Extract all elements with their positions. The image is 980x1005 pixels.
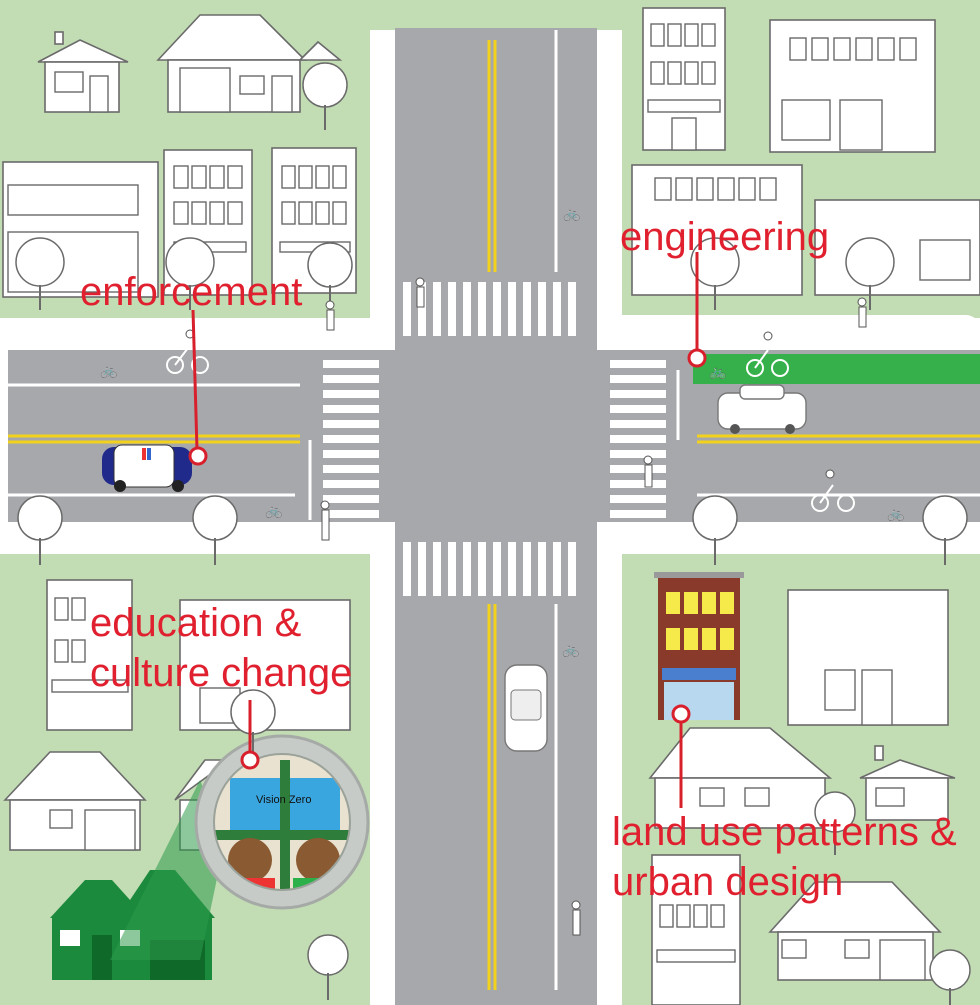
crosswalk-north xyxy=(403,282,576,336)
green-bike-lane xyxy=(693,354,980,384)
car-icon xyxy=(717,384,807,434)
pedestrian-icon xyxy=(643,455,653,488)
svg-text:🚲: 🚲 xyxy=(887,506,904,522)
education-callout xyxy=(240,700,260,770)
cyclist-icon xyxy=(811,469,855,512)
cyclist-icon xyxy=(166,329,209,374)
landuse-callout xyxy=(671,704,691,808)
svg-text:🚲: 🚲 xyxy=(563,206,580,222)
car-icon xyxy=(504,664,548,752)
pedestrian-icon xyxy=(325,300,335,331)
pedestrians xyxy=(320,277,867,936)
tree-icon xyxy=(929,949,971,1005)
house-small-bottom-right xyxy=(859,745,956,821)
svg-text:🚲: 🚲 xyxy=(265,503,282,519)
label-enforcement: enforcement xyxy=(80,270,302,314)
pedestrian-icon xyxy=(415,277,425,308)
label-landuse-line2: urban design xyxy=(612,860,843,904)
house-small-top-left xyxy=(37,31,129,113)
house-bottom-right xyxy=(768,881,942,981)
apartment-building-2 xyxy=(271,147,357,294)
tree-icon xyxy=(302,62,348,130)
pedestrian-icon xyxy=(320,500,330,541)
tree-icon xyxy=(307,934,349,1000)
label-engineering: engineering xyxy=(620,215,829,259)
svg-text:🚲: 🚲 xyxy=(709,364,726,380)
bike-lane-symbol: 🚲 🚲 🚲 🚲 🚲 🚲 xyxy=(100,206,904,658)
lane-markings xyxy=(8,30,980,990)
tree-icon xyxy=(15,237,65,310)
tree-icon xyxy=(17,495,63,565)
apartment-building-4 xyxy=(46,579,133,731)
apartment-building-3 xyxy=(642,7,726,151)
house-mid-bottom-right xyxy=(648,727,833,829)
trees xyxy=(15,62,971,1005)
crosswalk-south xyxy=(403,542,576,596)
label-education-line1: education & xyxy=(90,601,302,645)
label-landuse-line1: land use patterns & xyxy=(612,810,957,854)
billboard-text: Vision Zero xyxy=(256,794,311,806)
crosswalk-east xyxy=(610,360,666,518)
cyclist-icon xyxy=(746,331,789,377)
svg-text:🚲: 🚲 xyxy=(100,363,117,379)
building-far-right xyxy=(814,199,980,296)
svg-text:🚲: 🚲 xyxy=(562,642,579,658)
label-education-line2: culture change xyxy=(90,651,352,695)
crosswalk-west xyxy=(323,360,379,518)
tree-icon xyxy=(690,237,740,310)
pedestrian-icon xyxy=(857,297,867,328)
tree-icon xyxy=(230,689,276,755)
storefront-bottom-right xyxy=(787,589,949,726)
tree-icon xyxy=(692,495,738,565)
enforcement-callout xyxy=(188,309,208,466)
apartment-building-5 xyxy=(651,854,741,1005)
brick-building xyxy=(654,572,744,720)
tree-icon xyxy=(814,791,856,855)
house-bottom-left xyxy=(3,751,147,851)
engineering-callout xyxy=(687,252,707,368)
storefront-top-right xyxy=(769,19,936,153)
magnifier-lens xyxy=(194,734,370,910)
tree-icon xyxy=(192,495,238,565)
pedestrian-icon xyxy=(571,900,581,936)
house-garage-top-left xyxy=(156,14,343,113)
tree-icon xyxy=(165,237,215,310)
police-car-icon xyxy=(102,444,192,492)
tree-icon xyxy=(922,495,968,565)
tree-icon xyxy=(845,237,895,310)
